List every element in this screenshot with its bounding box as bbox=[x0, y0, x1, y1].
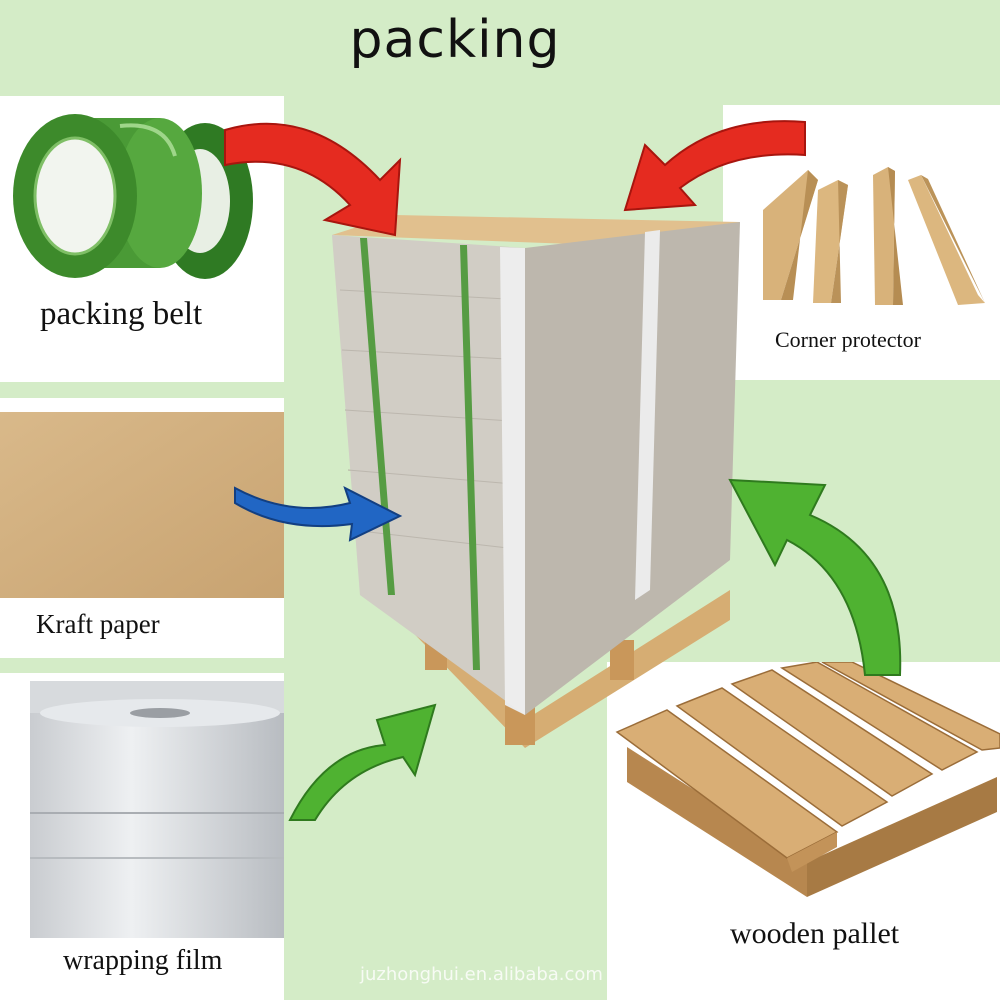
green-arrow-icon-film bbox=[288, 703, 437, 821]
wrapping-film-label: wrapping film bbox=[63, 945, 223, 976]
corner-protector-label: Corner protector bbox=[775, 327, 921, 352]
wooden-pallet-panel: wooden pallet bbox=[607, 662, 1000, 1000]
watermark-text: juzhonghui.en.alibaba.com bbox=[360, 964, 603, 985]
wooden-pallet-image bbox=[615, 662, 1000, 897]
red-arrow-icon-corner bbox=[623, 120, 806, 212]
blue-arrow-icon-kraft bbox=[234, 486, 403, 542]
green-arrow-icon-pallet bbox=[728, 478, 902, 676]
packed-paper-stack-image bbox=[332, 215, 740, 748]
page-title: packing bbox=[349, 10, 561, 70]
corner-protector-panel: Corner protector bbox=[723, 105, 1000, 380]
packing-belt-label: packing belt bbox=[40, 296, 203, 332]
kraft-paper-label: Kraft paper bbox=[36, 609, 160, 639]
red-arrow-icon-belt bbox=[224, 122, 402, 237]
wooden-pallet-label: wooden pallet bbox=[730, 917, 900, 950]
packing-belt-image bbox=[13, 114, 253, 279]
corner-protector-image bbox=[763, 167, 985, 305]
wrapping-film-image bbox=[30, 681, 284, 938]
wrapping-film-panel: wrapping film bbox=[0, 673, 284, 1000]
